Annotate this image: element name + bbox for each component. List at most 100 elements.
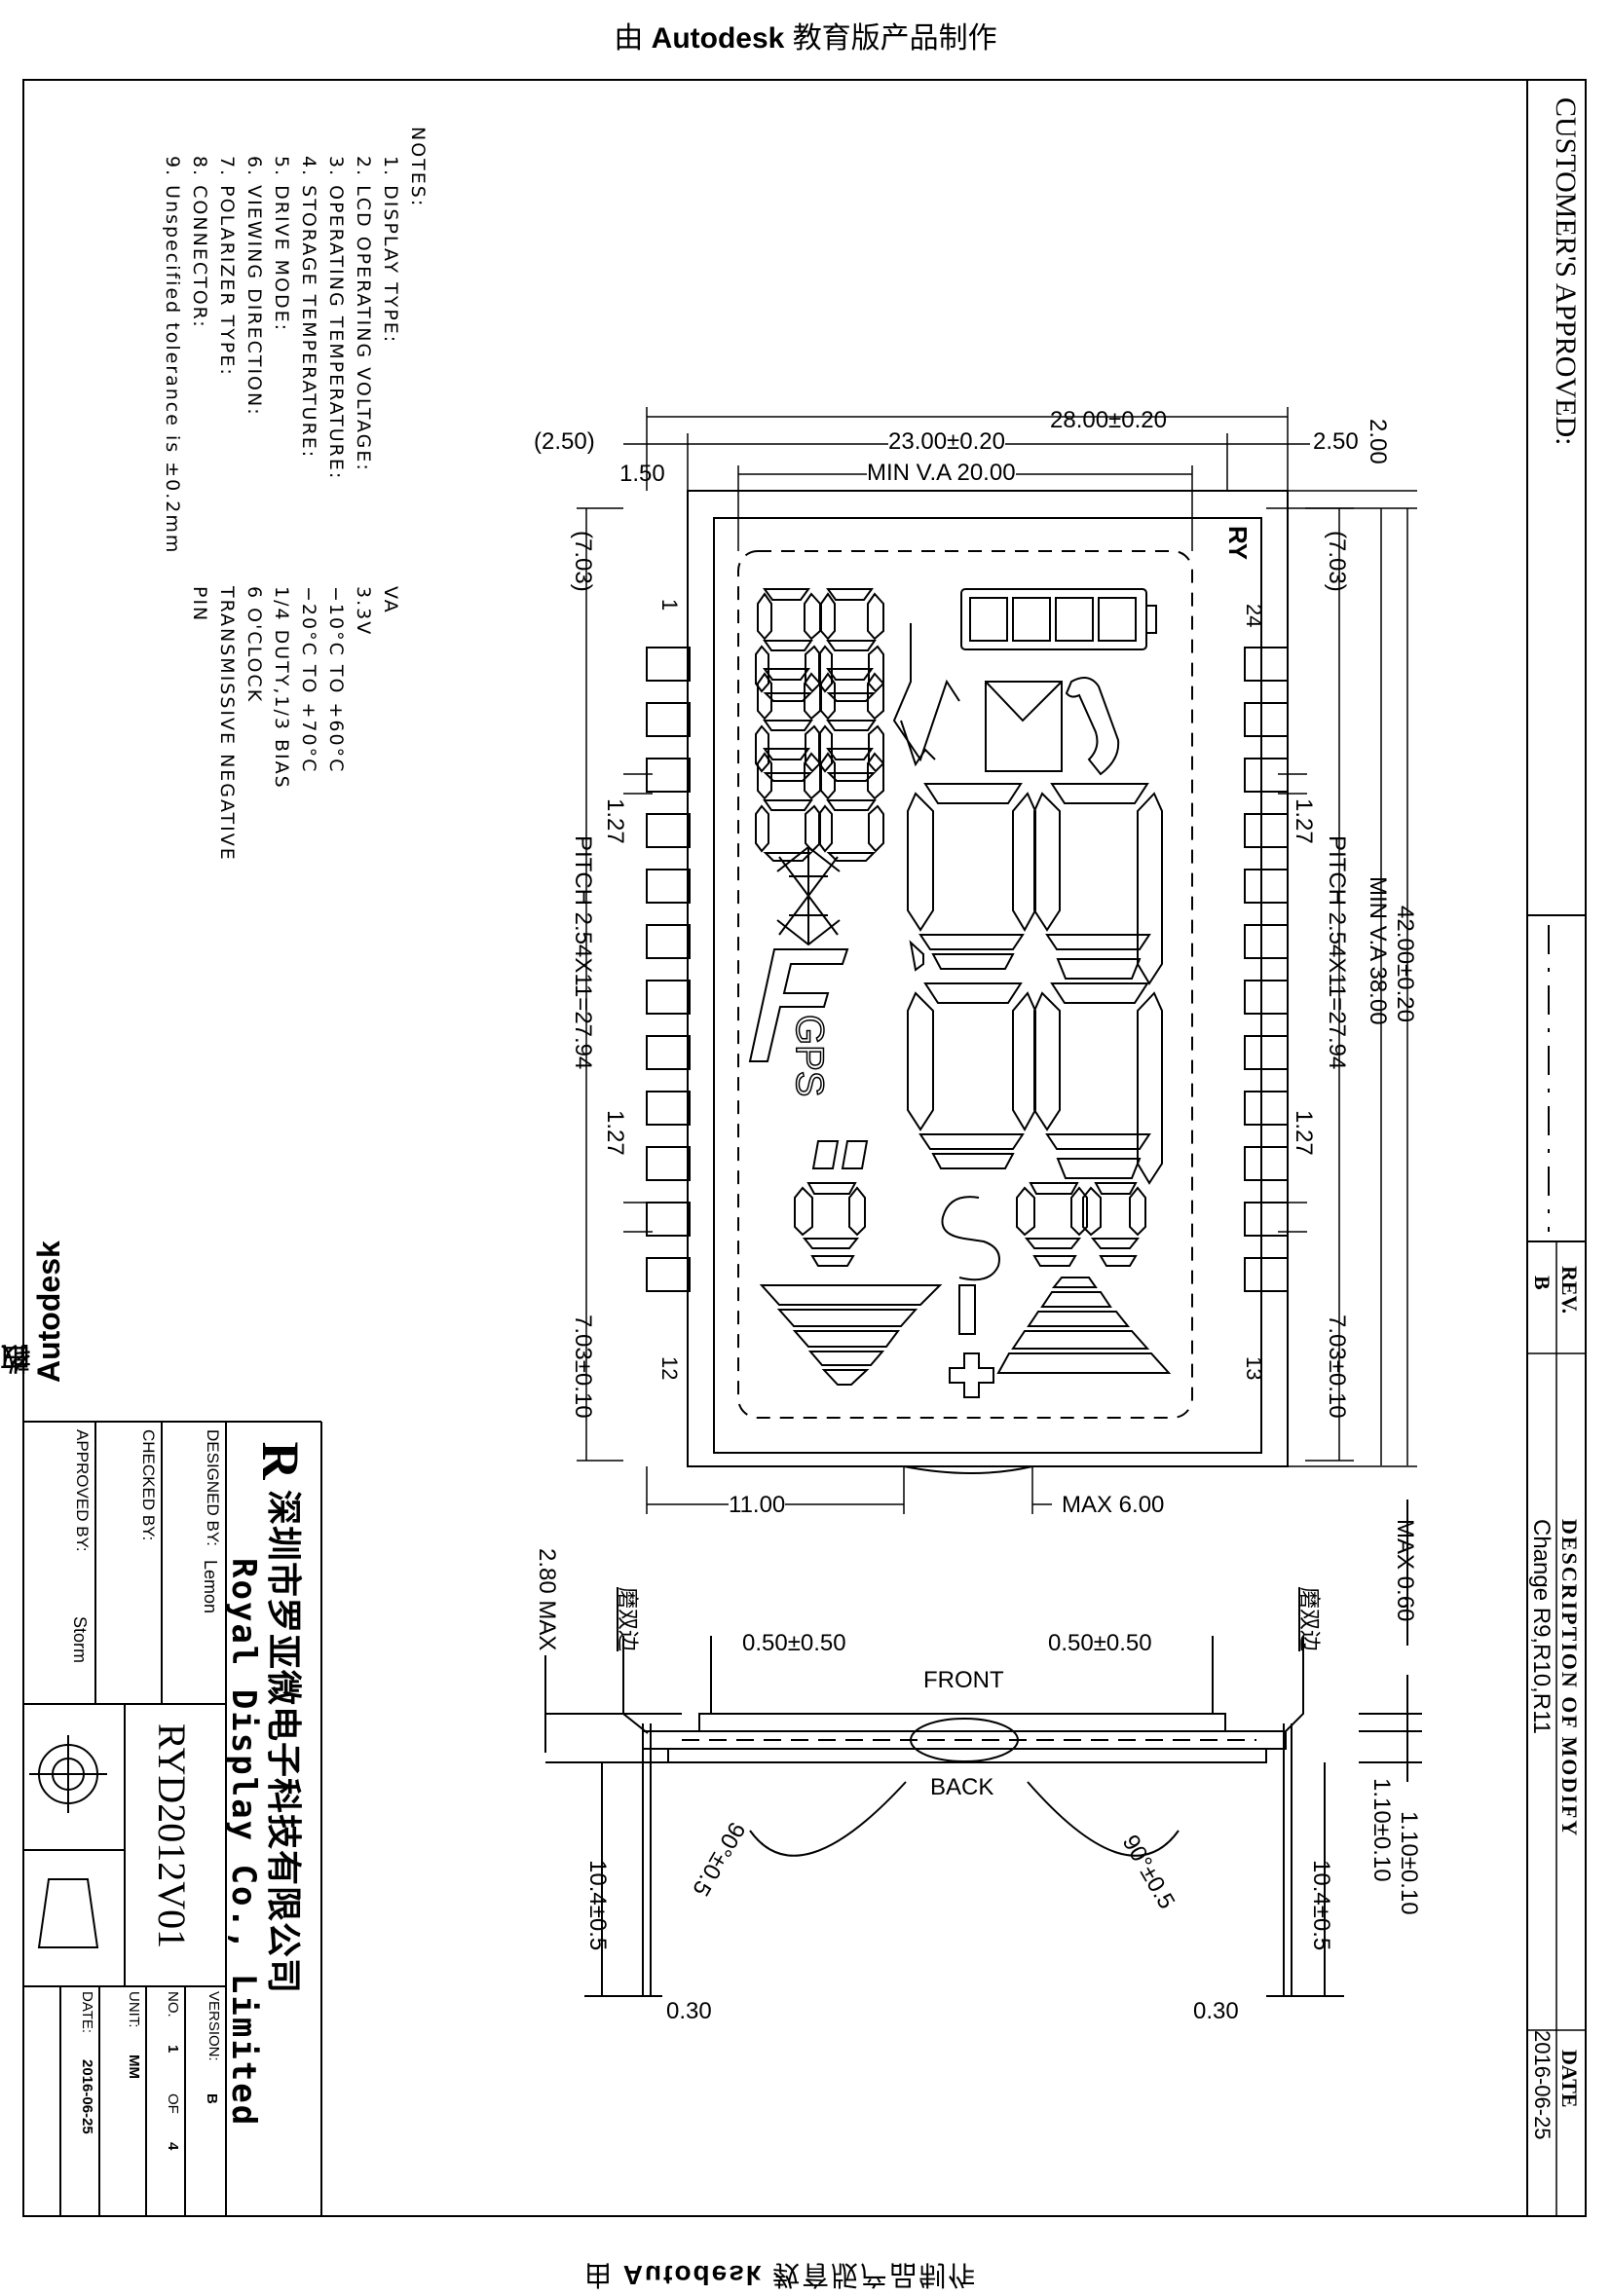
company-name-en: Royal Display Co., Limited (224, 1558, 263, 2128)
minus-sign (958, 1284, 976, 1335)
of-label: OF (165, 2093, 181, 2114)
pin-label-13: 13 (1242, 1356, 1266, 1380)
label-back: BACK (930, 1774, 994, 1800)
right-pin (1244, 1146, 1289, 1181)
small-digit-row-2 (755, 668, 884, 782)
designed-label: DESIGNED BY: (204, 1429, 222, 1546)
lcd-front-view (687, 490, 1289, 1474)
unit-value: MM (126, 2055, 142, 2079)
left-pin (646, 869, 691, 904)
dim-thickness-max: 2.80 MAX (534, 1548, 560, 1651)
desc-header: DESCRIPTION OF MODIFY (1557, 1519, 1582, 1838)
dim-min-va-height: MIN V.A 38.00 (1365, 876, 1391, 1025)
banner-suffix: 教育版产品制作 (792, 22, 997, 55)
lcd-inner-glass (713, 517, 1262, 1454)
approved-label: APPROVED BY: (73, 1429, 92, 1552)
pin-label-12: 12 (657, 1356, 682, 1380)
note-value: 1/4 DUTY,1/3 BIAS (271, 586, 292, 790)
dim-pin-width-1: 1.27 (602, 798, 628, 844)
customer-approved-title: CUSTOMER'S APPROVED: (1550, 97, 1582, 446)
dimension-lines (577, 407, 1417, 1514)
desc-value: Change R9,R10,R11 (1528, 1519, 1555, 1735)
signal-down-triangle (759, 1284, 943, 1386)
small-digit-lower-right (1016, 1182, 1146, 1267)
note-label: 6. VIEWING DIRECTION: (244, 156, 265, 417)
dim-pin-thickness-left: 0.30 (666, 1998, 712, 2024)
date-header: DATE (1557, 2050, 1582, 2108)
pulse-icon (892, 623, 960, 762)
right-pin (1244, 924, 1289, 959)
pin-label-1: 1 (657, 599, 682, 611)
dim-pitch-right: PITCH 2.54X11=27.94 (1324, 835, 1350, 1070)
left-pin (646, 1146, 691, 1181)
dim-height-total: 42.00±0.20 (1392, 906, 1418, 1022)
sheet-border (22, 79, 1587, 2217)
pin-label-24: 24 (1242, 604, 1266, 627)
right-pin (1244, 980, 1289, 1015)
approved-value: Storm (70, 1616, 90, 1664)
dim-max-060: MAX 0.60 (1392, 1519, 1418, 1622)
no-value: 1 (165, 2045, 181, 2054)
right-pin (1244, 1091, 1289, 1126)
battery-cell-3 (1055, 597, 1094, 642)
dim-pin-thickness-right: 0.30 (1193, 1998, 1239, 2024)
dim-left-offset: (2.50) (534, 428, 595, 455)
dim-left-margin: 1.50 (619, 461, 665, 487)
small-digit-lower-left (794, 1140, 869, 1267)
small-digit-row-3 (755, 748, 884, 862)
pins-left (646, 647, 691, 1292)
note-value: VA (380, 586, 401, 614)
dim-pitch-left: PITCH 2.54X11=27.94 (570, 835, 596, 1070)
letter-f-segment (748, 948, 849, 1062)
battery-tip (1145, 605, 1157, 634)
note-label: 9. Unspecified tolerance is ±0.2mm (162, 156, 183, 555)
right-pin (1244, 869, 1289, 904)
signal-up-triangle (996, 1277, 1172, 1374)
right-pin (1244, 647, 1289, 682)
left-pin (646, 924, 691, 959)
ry-logo: RY (1223, 526, 1253, 560)
no-label: NO. (165, 1991, 181, 2018)
note-label: 8. CONNECTOR: (189, 156, 210, 329)
note-value: 3.3V (353, 586, 374, 637)
edge-note-right: 磨双边 (1297, 1587, 1322, 1652)
lcd-viewing-area (737, 550, 1193, 1419)
part-number: RYD2012V01 (150, 1723, 194, 1949)
designed-value: Lemon (201, 1560, 220, 1614)
dim-pin-width-3: 1.27 (1291, 798, 1317, 844)
note-value: 6 O'CLOCK (244, 586, 265, 704)
date-label: DATE: (79, 1991, 95, 2034)
dim-min-va-width: MIN V.A 20.00 (867, 460, 1016, 487)
dim-pin-width-2: 1.27 (602, 1110, 628, 1156)
company-logo: R (251, 1441, 310, 1480)
dim-bottom-max: MAX 6.00 (1062, 1492, 1165, 1518)
label-front: FRONT (923, 1667, 1004, 1693)
note-value: −20°C TO +70°C (298, 586, 319, 774)
dim-top-margin: 2.00 (1365, 419, 1391, 464)
left-pin (646, 702, 691, 737)
battery-cell-2 (1012, 597, 1051, 642)
note-value: −10°C TO +60°C (325, 586, 347, 774)
left-pin (646, 1091, 691, 1126)
right-pin (1244, 702, 1289, 737)
letter-s-segment (941, 1196, 1000, 1281)
lcd-outer-glass (687, 490, 1289, 1467)
version-label: VERSION: (206, 1991, 222, 2061)
dim-side-top-right: (7.03) (1324, 531, 1350, 592)
dim-right-offset: 2.50 (1313, 428, 1359, 455)
lcd-seal-bump (903, 1465, 1033, 1474)
rev-header: REV. (1557, 1266, 1582, 1315)
version-value: B (204, 2093, 220, 2104)
plus-sign (949, 1352, 994, 1398)
big-digit-row-1 (907, 783, 1163, 985)
date-value-title: 2016-06-25 (79, 2059, 95, 2134)
dim-polarizer-right: 0.50±0.50 (1048, 1630, 1152, 1656)
unit-label: UNIT: (126, 1991, 142, 2028)
rev-value: B (1530, 1276, 1555, 1290)
dim-side-bottom-left: 7.03±0.10 (570, 1315, 596, 1419)
small-digit-row-1 (755, 588, 884, 702)
of-value: 4 (165, 2142, 181, 2151)
dim-pin-length-left: 10.4±0.5 (584, 1860, 611, 1951)
projection-trapezoid (37, 1878, 99, 1948)
